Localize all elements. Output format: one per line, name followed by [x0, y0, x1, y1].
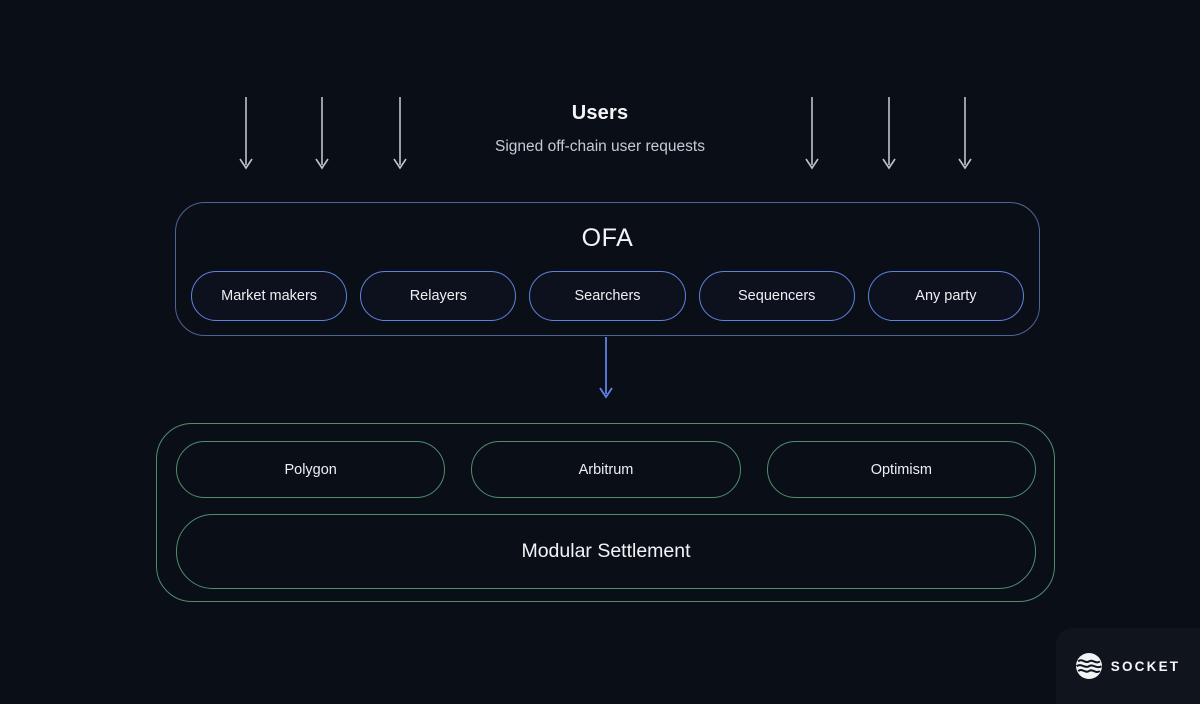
ofa-pill-any-party: Any party	[867, 271, 1025, 321]
brand-badge: SOCKET	[1056, 628, 1200, 704]
ofa-pill-relayers: Relayers	[360, 271, 517, 321]
down-arrow-icon	[315, 97, 329, 170]
settlement-box: Polygon Arbitrum Optimism Modular Settle…	[156, 423, 1055, 602]
chain-pill-polygon: Polygon	[176, 441, 446, 498]
ofa-title: OFA	[581, 224, 634, 252]
down-arrow-icon	[393, 97, 407, 170]
down-arrow-icon	[239, 97, 253, 170]
ofa-pill-searchers: Searchers	[529, 271, 686, 321]
down-arrow-icon	[805, 97, 819, 170]
ofa-pill-row: Market makers Relayers Searchers Sequenc…	[191, 271, 1025, 321]
ofa-box: OFA Market makers Relayers Searchers Seq…	[175, 202, 1040, 336]
socket-sphere-icon	[1075, 653, 1102, 679]
down-arrow-icon	[882, 97, 896, 170]
users-subtitle: Signed off-chain user requests	[495, 138, 705, 155]
connector-down-arrow-icon	[599, 337, 613, 399]
chain-pill-row: Polygon Arbitrum Optimism	[176, 441, 1036, 498]
ofa-pill-sequencers: Sequencers	[698, 271, 855, 321]
modular-settlement-pill: Modular Settlement	[176, 514, 1036, 589]
brand-name: SOCKET	[1110, 658, 1181, 674]
down-arrow-icon	[958, 97, 972, 170]
ofa-pill-market-makers: Market makers	[191, 271, 348, 321]
users-title: Users	[571, 102, 629, 124]
chain-pill-optimism: Optimism	[766, 441, 1036, 498]
chain-pill-arbitrum: Arbitrum	[471, 441, 741, 498]
